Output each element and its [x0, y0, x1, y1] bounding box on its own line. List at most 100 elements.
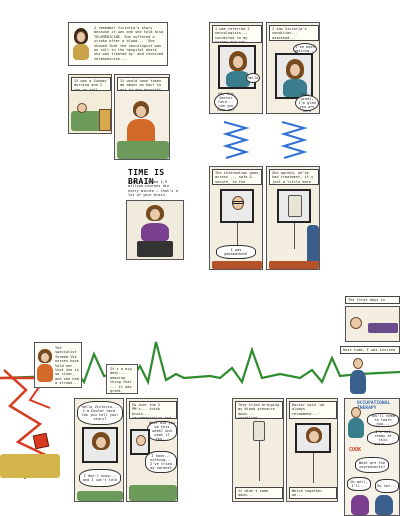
do-bubble: Do not... [375, 479, 399, 493]
ot-title: OCCUPATIONAL THERAPY [357, 401, 391, 412]
not-bubble: I'm not ready at this point... [367, 430, 399, 446]
iv-line-3 [313, 453, 314, 483]
rest-figure [348, 356, 368, 396]
patient-face [232, 55, 244, 69]
decision-caption: She agreed, we've had treatment, it's ju… [269, 169, 319, 185]
ecg-line [0, 341, 400, 386]
first-days-panel [345, 306, 400, 342]
big-deal-caption: It's a big deal... amazing thing that ..… [110, 367, 132, 394]
doctor-face-2 [149, 208, 161, 221]
frame-c-caption: They tried bringing my blood pressure do… [235, 401, 283, 419]
cook-bubble: What are the ingredients? [355, 457, 389, 473]
oh-bubble: Oh well, I'll... [347, 477, 371, 491]
was-bubble: I was gobsmacked! [216, 245, 256, 259]
cook-shirt [351, 495, 369, 515]
see-panel: I saw Victoria's condition... assessed..… [266, 22, 320, 114]
specialist-shirt [37, 364, 53, 382]
signal-zigzag-left [222, 121, 250, 159]
infusion-bag [288, 195, 302, 217]
frame-d-caption: Doctor said 'we always recommend...' [289, 401, 337, 419]
bedside-figure [307, 225, 319, 265]
time-is-brain-title: TIME IS BRAIN [128, 168, 165, 186]
patient-shirt-2 [283, 79, 307, 97]
arrive-caption: I was referred 2 neurologists... connect… [212, 25, 262, 43]
tele-screen-7 [295, 423, 331, 453]
rest-face [353, 358, 363, 369]
first-days-table [368, 323, 398, 333]
ot-shirt [348, 418, 364, 438]
frame-a-face [95, 436, 107, 449]
laptop [137, 241, 173, 257]
frame-b: So over the 2 PM's... think brain... rec… [126, 398, 178, 502]
tele-screen-3 [220, 189, 254, 223]
food-tray-2 [269, 261, 319, 269]
ot-face [351, 407, 361, 418]
doctor-laptop-panel [126, 200, 184, 260]
frame-c-bubble: It didn't come down... [235, 487, 283, 499]
specialist-portrait [37, 349, 53, 385]
transfer-panel: The information goes across ... safe & s… [209, 166, 263, 270]
frame-c: They tried bringing my blood pressure do… [232, 398, 284, 502]
cook-shirt-2 [375, 495, 393, 515]
bed-covers-2 [117, 141, 169, 159]
doctor-face [135, 105, 147, 118]
specialist-caption: The specialist formed the nurses have to… [55, 346, 79, 385]
frame-b-reply: I have... nothing... I've tried my harde… [145, 451, 177, 473]
iv-line-2 [259, 441, 260, 481]
first-days-tab: The first days in hospital... [345, 296, 400, 304]
first-days-face [350, 317, 362, 329]
rest-tab: Rest time, I was invited [340, 346, 400, 354]
cook-label: COOK [349, 447, 362, 453]
doctor-bubble: Hi, I'm Doctor here... can you hear me? [214, 92, 238, 112]
narrator-shirt [73, 44, 89, 60]
bed-covers-4 [77, 491, 123, 501]
hospital-panel: It would have taken me about an hour to … [114, 74, 170, 160]
narrator-face [76, 31, 86, 43]
intro-panel: I remember Victoria's story because it w… [68, 22, 168, 66]
transfer-caption: The information goes across ... safe & s… [212, 169, 262, 185]
frame-d: Doctor said 'we always recommend...' Whi… [286, 398, 338, 502]
bed-covers-5 [129, 485, 177, 501]
patient-face-2 [289, 63, 301, 77]
infusion-bag-2 [253, 421, 265, 441]
bed-covers [71, 111, 103, 131]
time-is-brain-sub: After a stroke 1.9 million neurons die e… [128, 180, 178, 198]
cracker-box [32, 432, 50, 450]
frame-b-caption: So over the 2 PM's... think brain... rec… [129, 401, 177, 419]
tele-screen-6 [130, 429, 150, 455]
frame-a: Hello Victoria... I'm Doctor here. Can y… [74, 398, 124, 502]
big-deal-panel: It's a big deal... amazing thing that ..… [106, 364, 138, 394]
rest-shirt [350, 370, 366, 394]
ot-panel: OCCUPATIONAL THERAPY You'll need to lear… [344, 398, 400, 516]
time-is-brain-block: TIME IS BRAIN After a stroke 1.9 million… [126, 164, 184, 260]
frame-b-bubble: What did you do this week? And what if y… [147, 421, 177, 441]
signal-zigzag-right [280, 121, 308, 159]
tele-screen-5 [82, 427, 118, 463]
decision-panel: She agreed, we've had treatment, it's ju… [266, 166, 320, 270]
patient-bubble: That's great, I'm glad you are here [295, 93, 319, 113]
frame-d-bubble: Which together we... [289, 487, 337, 499]
ot-bubble: You'll need to learn how... [367, 413, 399, 427]
specialist-panel: The specialist formed the nurses have to… [34, 342, 82, 388]
doctor-glasses [232, 201, 244, 204]
specialist-face [40, 352, 50, 363]
food-tray [212, 261, 262, 269]
sleeper-face [77, 103, 87, 113]
arrive-panel: I was referred 2 neurologists... connect… [209, 22, 263, 114]
hospital-scene [0, 394, 70, 494]
patient-shirt [226, 71, 250, 87]
ot-figure [347, 405, 365, 441]
iv-pole [237, 223, 238, 253]
doctor-shirt-2 [141, 223, 169, 241]
bed-covers-3 [0, 454, 60, 478]
frame-d-face [308, 430, 320, 443]
doctor-shirt [127, 119, 155, 145]
intro-caption: I remember Victoria's story because it w… [94, 26, 164, 61]
tele-screen-4 [277, 189, 311, 223]
narrator-portrait [72, 28, 90, 62]
frame-b-face [136, 435, 146, 446]
bedside-table [99, 109, 111, 131]
frame-a-reply: I don't know... and I can't talk [79, 469, 121, 487]
arrive-bubble: Hello [246, 73, 260, 83]
hospital-caption: It would have taken me about an hour to … [117, 77, 169, 91]
